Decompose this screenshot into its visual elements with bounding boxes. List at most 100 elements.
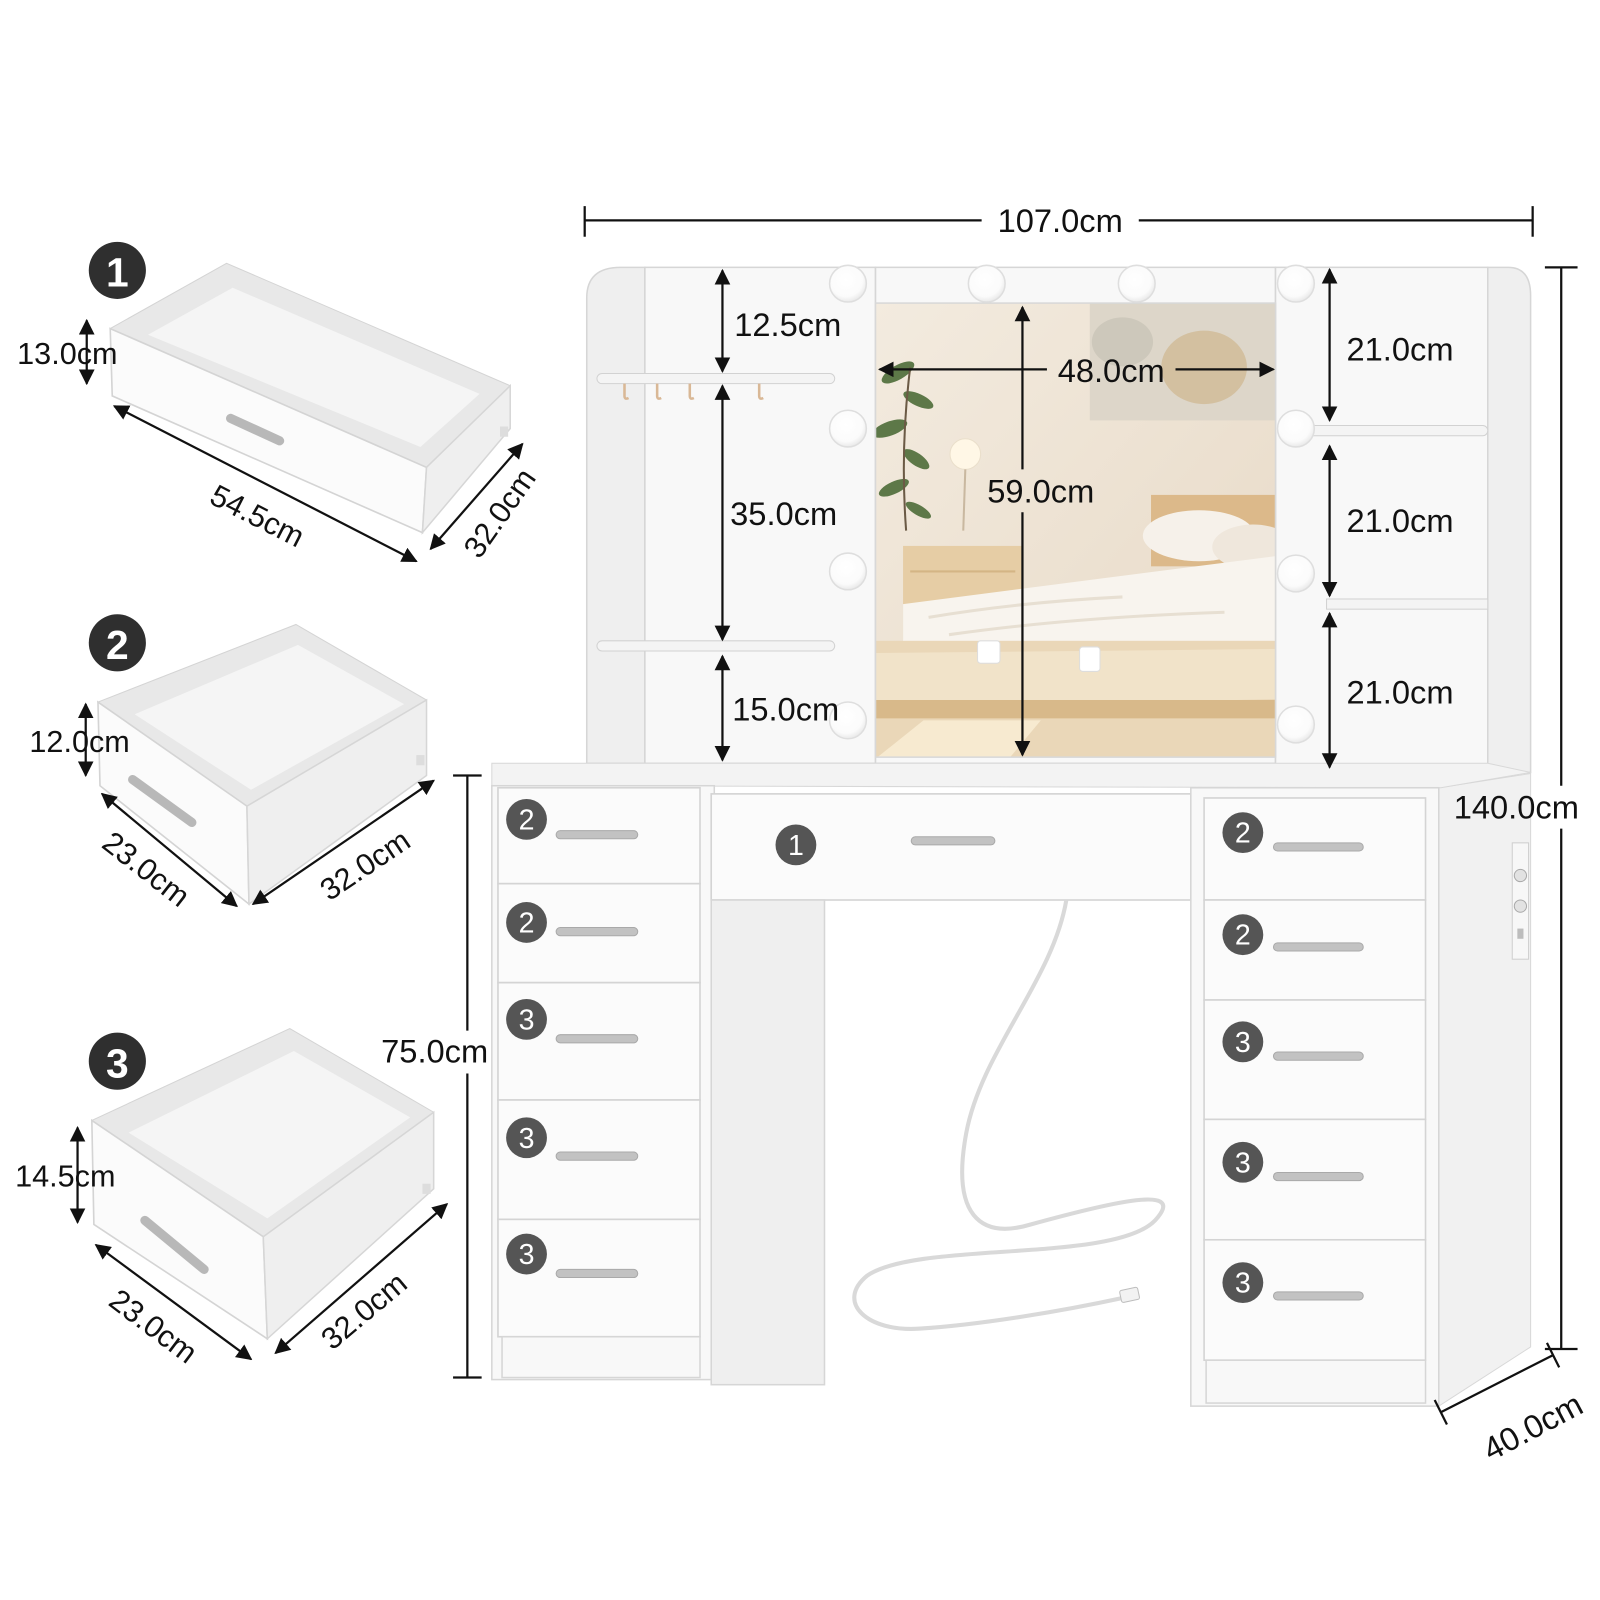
light-bulb (1276, 409, 1316, 448)
badge-circle (1222, 914, 1264, 956)
drawer-handle (1272, 1171, 1364, 1182)
hook (757, 383, 764, 400)
hutch-left-top-label: 12.5cm (734, 306, 841, 343)
plant-leaf (905, 501, 931, 519)
power-plug-icon (1119, 1286, 1140, 1303)
badge-circle (1222, 1141, 1264, 1183)
light-bulb (1276, 554, 1316, 593)
badge-number: 2 (1235, 818, 1251, 850)
hook (688, 383, 695, 400)
center-drawer-badge: 1 (775, 824, 817, 866)
hutch-left-dimensions: 12.5cm 35.0cm 15.0cm (714, 268, 841, 762)
right-drawer-4-badge: 3 (1222, 1141, 1264, 1183)
badge-circle (1222, 1262, 1264, 1304)
drawer-handle (1272, 842, 1364, 852)
usb-port-icon (1517, 928, 1524, 939)
mirror-lamp-shade (949, 438, 982, 470)
mirror-table-edge (875, 700, 1276, 719)
badge-circle (88, 241, 146, 299)
plant-leaf (875, 419, 908, 438)
badge-number: 3 (1235, 1027, 1251, 1059)
drawer-handle (1272, 1291, 1364, 1301)
drawer-1-depth-label: 32.0cm (457, 462, 542, 564)
overall-dimensions: 107.0cm 140.0cm 75.0cm 40.0cm (381, 202, 1588, 1468)
mirror-table-top (875, 648, 1276, 710)
drawer-handle (555, 1151, 639, 1161)
mirror-height-label: 59.0cm (987, 472, 1094, 509)
mirror-width-label: 48.0cm (1058, 352, 1165, 389)
hutch-left-lower-shelf (596, 640, 836, 652)
light-bulb (1117, 264, 1156, 303)
jewelry-hooks (623, 383, 764, 400)
hutch-right-label-2: 21.0cm (1346, 502, 1453, 539)
drawer-3-badge: 3 (88, 1032, 146, 1090)
drawer-handle (910, 836, 996, 846)
hutch-left-upper-shelf (596, 372, 836, 385)
badge-circle (506, 902, 547, 943)
hutch (585, 264, 1532, 774)
overall-height-label: 140.0cm (1454, 789, 1579, 826)
badge-number: 2 (519, 804, 535, 836)
drawer-2-height-label: 12.0cm (29, 725, 129, 759)
center-leg-panel (710, 899, 826, 1386)
badge-number: 1 (106, 249, 129, 295)
detail-drawer-1: 1 13.0cm 54.5cm 32.0cm (17, 241, 543, 564)
mirror-cup (1079, 646, 1101, 672)
badge-number: 3 (519, 1239, 535, 1271)
drawer-foot (422, 1183, 431, 1194)
right-plinth (1205, 1359, 1427, 1404)
desktop-surface (491, 762, 1531, 789)
power-cord (852, 899, 1165, 1331)
plant-leaf (903, 449, 930, 470)
badge-number: 3 (1235, 1268, 1251, 1300)
drawer-handle (555, 927, 639, 937)
right-drawer-3-badge: 3 (1222, 1021, 1264, 1063)
light-bulb (828, 701, 868, 740)
mirror-bed (903, 556, 1276, 666)
mirror-artwork-shape (1161, 330, 1247, 405)
vanity-light-bulbs (828, 264, 1316, 744)
left-drawer-4-badge: 3 (506, 1117, 547, 1159)
plant-leaf (878, 478, 909, 497)
hutch-right-lower-shelf (1326, 598, 1489, 610)
overall-depth-label: 40.0cm (1477, 1385, 1589, 1468)
badge-circle (88, 1032, 146, 1090)
left-plinth (501, 1335, 701, 1379)
plant-leaf (881, 361, 915, 384)
hutch-right-end-panel (1486, 266, 1532, 774)
drawer-2-depth-arrow (251, 779, 435, 906)
mirror-light-patch (877, 720, 1041, 758)
hutch-right-upper-shelf (1295, 425, 1489, 437)
badge-number: 3 (1235, 1147, 1251, 1179)
drawer-1-width-label: 54.5cm (205, 478, 310, 554)
light-bulb (828, 264, 868, 303)
mirror-plant (875, 361, 934, 531)
hutch-right-label-3: 21.0cm (1346, 673, 1453, 710)
drawer-2-width-arrow (100, 792, 238, 908)
depth-line (1440, 1354, 1554, 1414)
badge-number: 3 (519, 1123, 535, 1155)
mirror-cup (977, 640, 1001, 664)
light-bulb (967, 264, 1006, 303)
overall-width-label: 107.0cm (998, 202, 1123, 239)
badge-circle (1222, 812, 1264, 854)
hutch-right-dimensions: 21.0cm 21.0cm 21.0cm (1321, 267, 1454, 769)
hook (655, 383, 662, 400)
hutch-left-end-panel (585, 266, 646, 765)
hook (623, 383, 630, 400)
drawer-3-width-label: 23.0cm (103, 1283, 204, 1371)
right-drawer-5-badge: 3 (1222, 1262, 1264, 1304)
plant-leaf (903, 391, 934, 409)
light-bulb (1276, 705, 1316, 744)
mirror (875, 303, 1276, 758)
hutch-left-column (644, 266, 877, 765)
drawer-floor (134, 644, 405, 790)
drawer-handle (555, 1268, 639, 1279)
badge-circle (506, 1233, 547, 1275)
hutch-left-middle-label: 35.0cm (730, 495, 837, 532)
hutch-right-label-1: 21.0cm (1346, 330, 1453, 367)
drawer-foot (500, 426, 509, 437)
left-drawer-5-badge: 3 (506, 1233, 547, 1275)
drawer-handle (1272, 1051, 1364, 1061)
